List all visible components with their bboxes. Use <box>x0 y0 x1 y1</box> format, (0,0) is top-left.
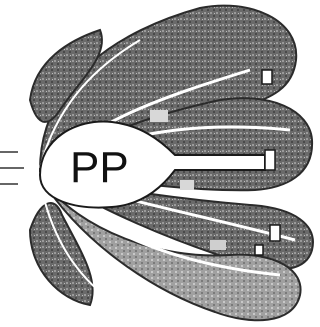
center-label: PP <box>70 143 129 192</box>
light-patch-1 <box>150 110 168 122</box>
light-patch-3 <box>210 240 226 250</box>
distal-node-4 <box>255 245 263 255</box>
distal-node-2 <box>265 150 275 170</box>
light-patch-2 <box>180 180 194 190</box>
distal-node-3 <box>270 225 280 241</box>
distal-node-1 <box>262 70 272 84</box>
